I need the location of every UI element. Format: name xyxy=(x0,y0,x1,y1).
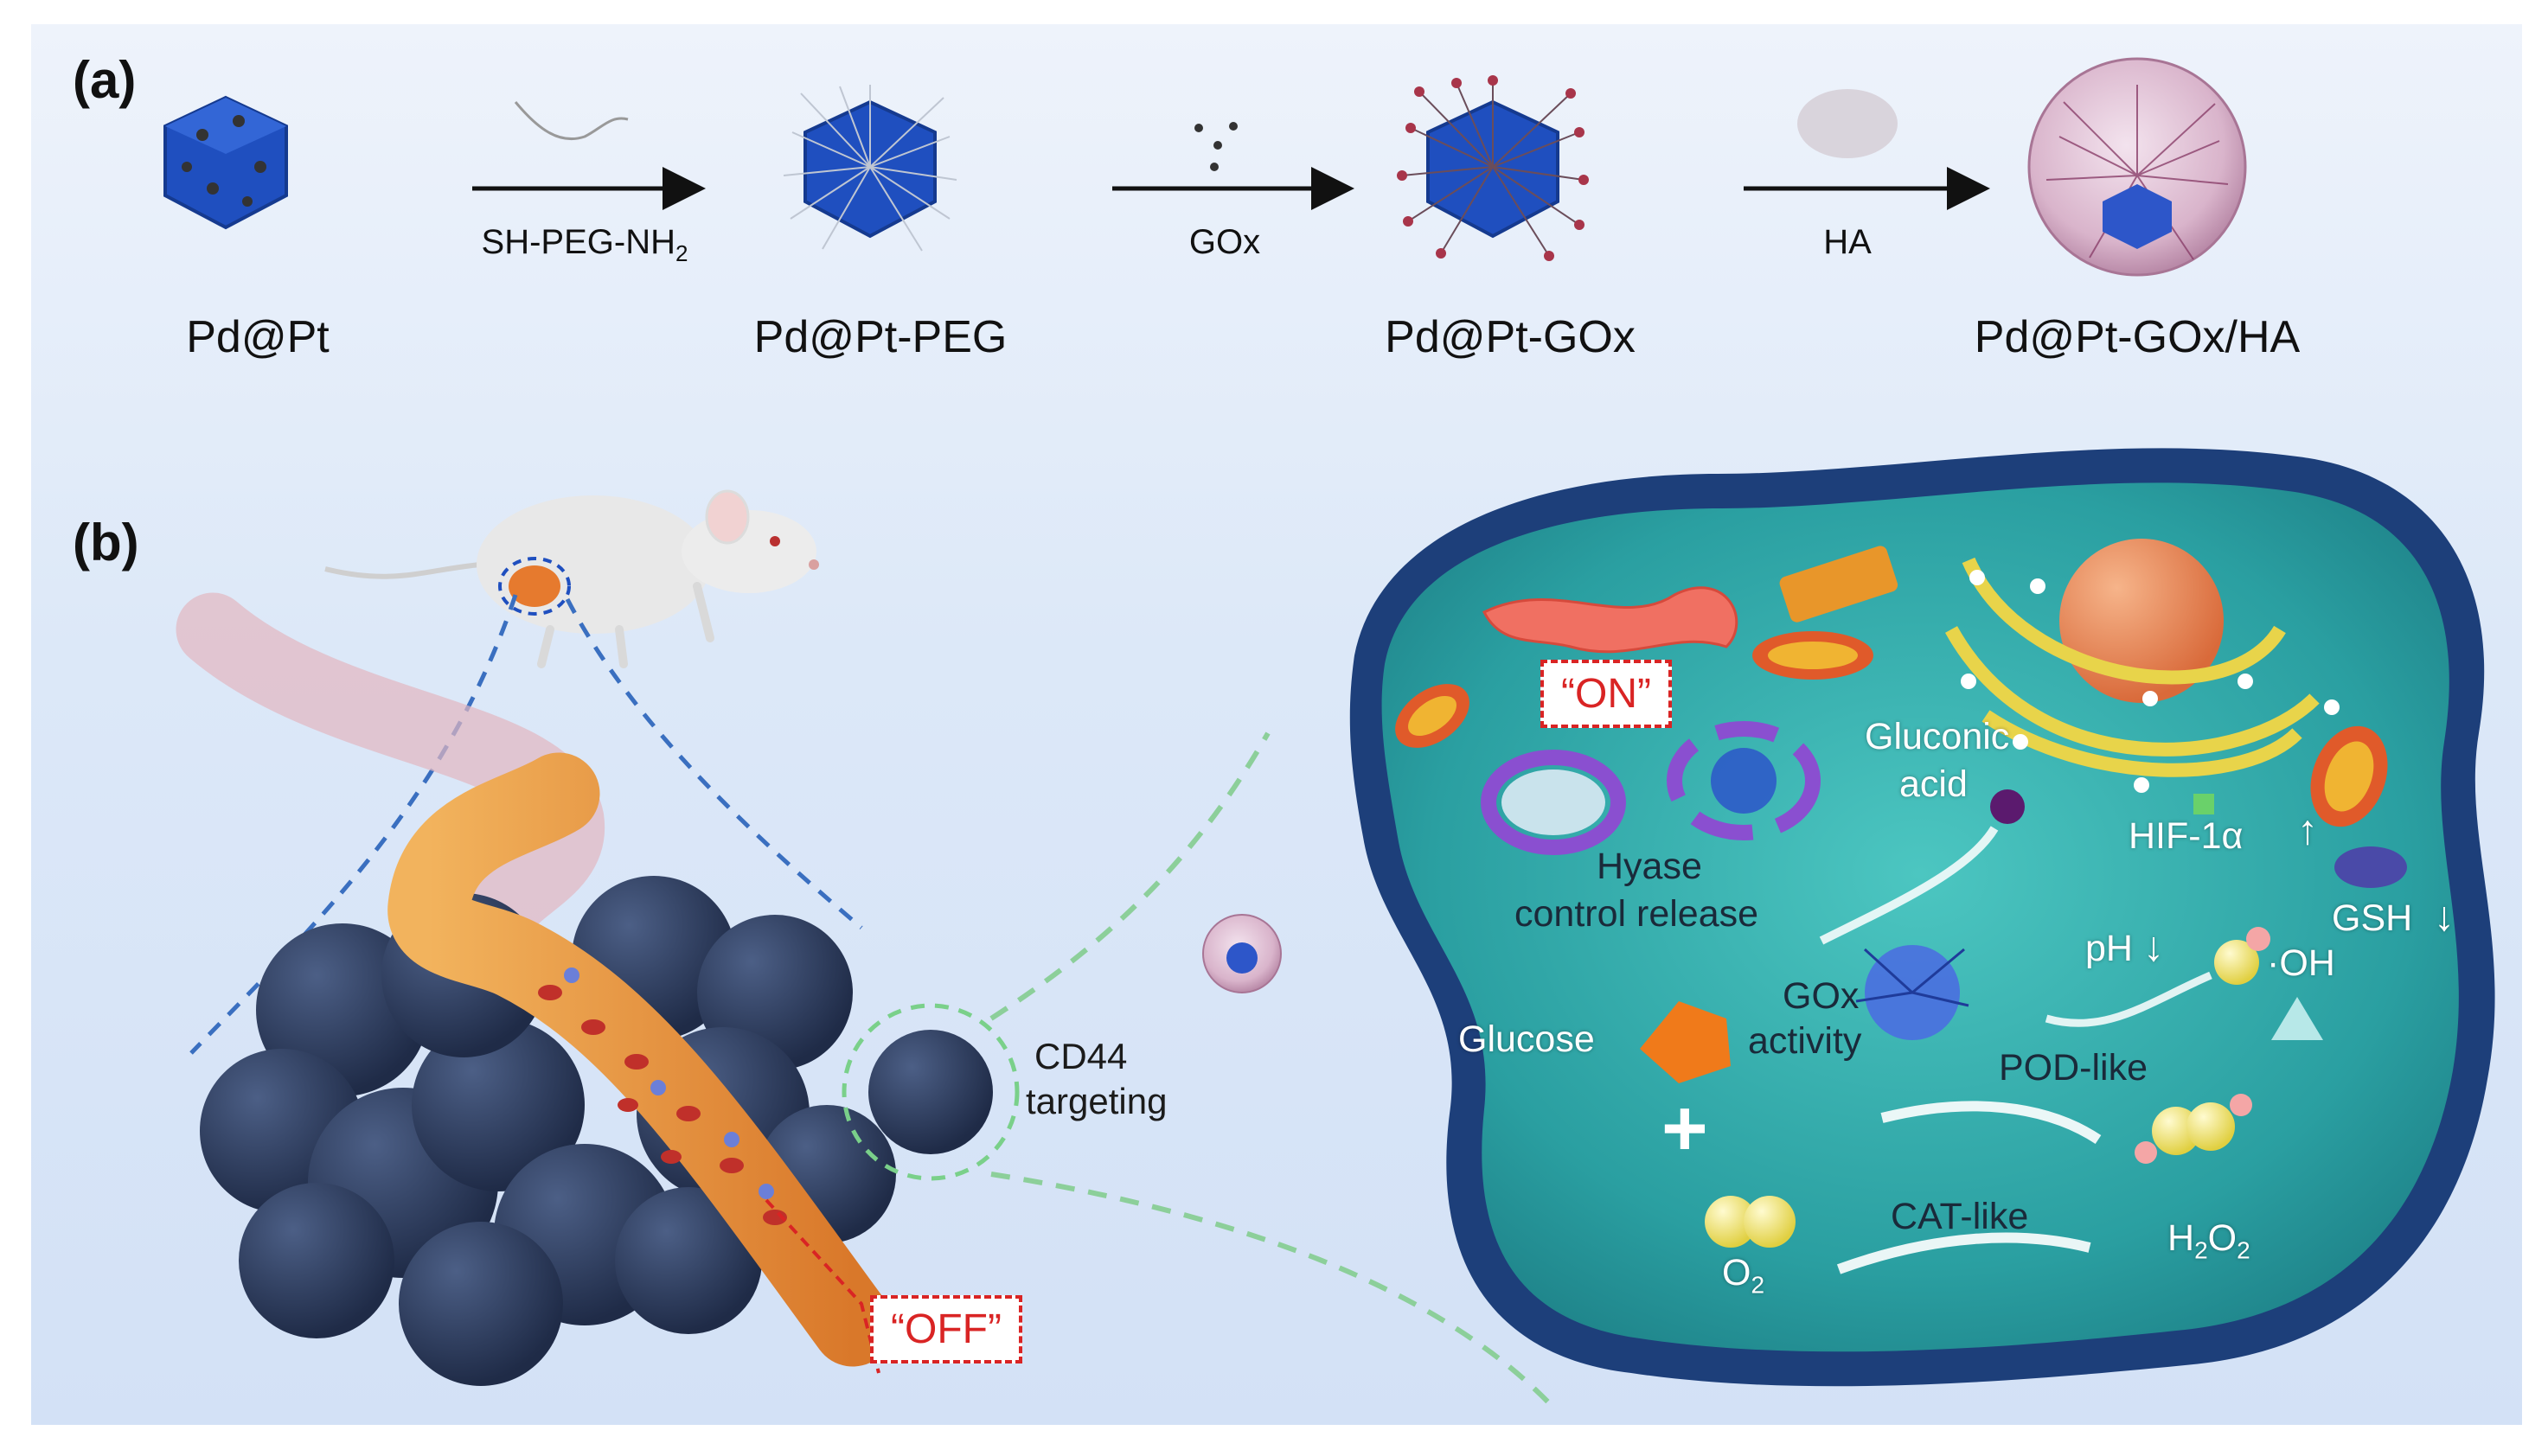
cd44-label: CD44 xyxy=(1034,1036,1128,1076)
acid-label: acid xyxy=(1899,763,1968,805)
cat-arrow xyxy=(1836,1232,2091,1274)
ha-disc xyxy=(1797,89,1898,158)
on-label: “ON” xyxy=(1540,660,1672,728)
reagent-ha: HA xyxy=(1823,223,1872,261)
pdpt-gox-particle xyxy=(1397,75,1589,261)
zoom-line-left xyxy=(189,594,518,1055)
glucose-pentagon xyxy=(1640,1001,1731,1083)
h2o2-molecule xyxy=(2135,1094,2252,1164)
stage-label-pdpt: Pd@Pt xyxy=(186,312,330,362)
blood-cells xyxy=(538,985,787,1225)
ph-label: pH xyxy=(2085,928,2133,969)
gluconic-acid-dot xyxy=(1990,789,2025,824)
ph-down-arrow: ↓ xyxy=(2143,924,2164,970)
h2o2-label: H2O2 xyxy=(2167,1217,2250,1265)
green-zoom-lower xyxy=(990,1172,1556,1410)
o2-label: O2 xyxy=(1722,1252,1764,1300)
off-pointer xyxy=(765,1198,880,1374)
h2o2-sub1: 2 xyxy=(2194,1236,2208,1264)
stage-label-pdpt-peg: Pd@Pt-PEG xyxy=(753,312,1008,362)
er-ribbon xyxy=(1482,586,1738,654)
gsh-blob xyxy=(2334,846,2407,888)
peg-squiggle xyxy=(514,101,629,141)
green-zoom-upper xyxy=(989,731,1271,1021)
reagent-peg-subscript: 2 xyxy=(675,240,688,266)
diagram-graphics xyxy=(163,57,2495,1410)
stage-label-pdpt-gox: Pd@Pt-GOx xyxy=(1385,312,1636,362)
plus-sign: + xyxy=(1661,1084,1708,1172)
reagent-sh-peg-nh2: SH-PEG-NH2 xyxy=(482,223,688,267)
hyase-particle xyxy=(1667,721,1821,840)
vessel-nanoparticles xyxy=(564,967,774,1199)
o2-o: O xyxy=(1722,1252,1751,1293)
h2o2-sub2: 2 xyxy=(2237,1236,2250,1264)
gox-dots xyxy=(1194,122,1238,171)
mitochondrion-top xyxy=(1752,631,1873,680)
h2o2-h: H xyxy=(2167,1217,2195,1259)
o2-sub: 2 xyxy=(1751,1271,1765,1299)
stage-label-pdpt-gox-ha: Pd@Pt-GOx/HA xyxy=(1974,312,2301,362)
activity-label: activity xyxy=(1748,1020,1862,1062)
up-triangle xyxy=(2271,997,2323,1040)
tumor-cluster xyxy=(200,876,1020,1386)
pod-arrow-up xyxy=(2045,971,2212,1027)
pdpt-gox-ha-particle xyxy=(2027,57,2247,277)
pod-arrow xyxy=(1880,1101,2102,1144)
mouse-illustration xyxy=(324,489,819,668)
oh-label: ·OH xyxy=(2267,942,2335,984)
reagent-peg-text: SH-PEG-NH xyxy=(481,223,675,261)
targeting-label: targeting xyxy=(1026,1081,1168,1121)
control-release-label: control release xyxy=(1514,893,1759,935)
gox-enzyme xyxy=(1855,945,1969,1040)
gluconic-arrow xyxy=(1819,826,1999,945)
golgi-stack xyxy=(1779,546,1898,623)
panel-b-label: (b) xyxy=(73,514,139,572)
gluconic-label: Gluconic xyxy=(1865,716,2010,757)
nucleus xyxy=(1945,539,2340,793)
figure-canvas: (a) Pd@Pt Pd@Pt-PEG Pd@Pt-GOx Pd@Pt-GOx/… xyxy=(31,24,2522,1425)
reagent-gox: GOx xyxy=(1188,223,1261,261)
o2-molecule xyxy=(1705,1196,1796,1248)
hyase-label: Hyase xyxy=(1597,846,1702,887)
glucose-label: Glucose xyxy=(1458,1019,1595,1060)
mitochondrion-right xyxy=(2310,725,2388,827)
gsh-label: GSH xyxy=(2332,897,2413,939)
gsh-down-arrow: ↓ xyxy=(2434,894,2455,940)
floating-nanoparticle xyxy=(1202,914,1282,993)
panel-a-label: (a) xyxy=(73,51,137,109)
hif-marker xyxy=(2193,794,2214,814)
gox-label: GOx xyxy=(1783,975,1860,1017)
cat-like-label: CAT-like xyxy=(1891,1196,2029,1237)
oh-molecule xyxy=(2214,927,2270,985)
h2o2-o: O xyxy=(2207,1217,2238,1259)
off-label: “OFF” xyxy=(870,1295,1022,1363)
pdpt-peg-particle xyxy=(783,85,957,252)
hif-up-arrow: ↑ xyxy=(2297,808,2318,853)
blood-vessel xyxy=(387,752,894,1367)
vesicle-ring xyxy=(1481,750,1626,855)
hif-label: HIF-1α xyxy=(2129,815,2244,857)
mitochondrion-left xyxy=(1395,684,1469,748)
pdpt-hexagon xyxy=(163,95,288,230)
pod-like-label: POD-like xyxy=(1999,1047,2148,1089)
zoom-line-right xyxy=(565,597,863,929)
